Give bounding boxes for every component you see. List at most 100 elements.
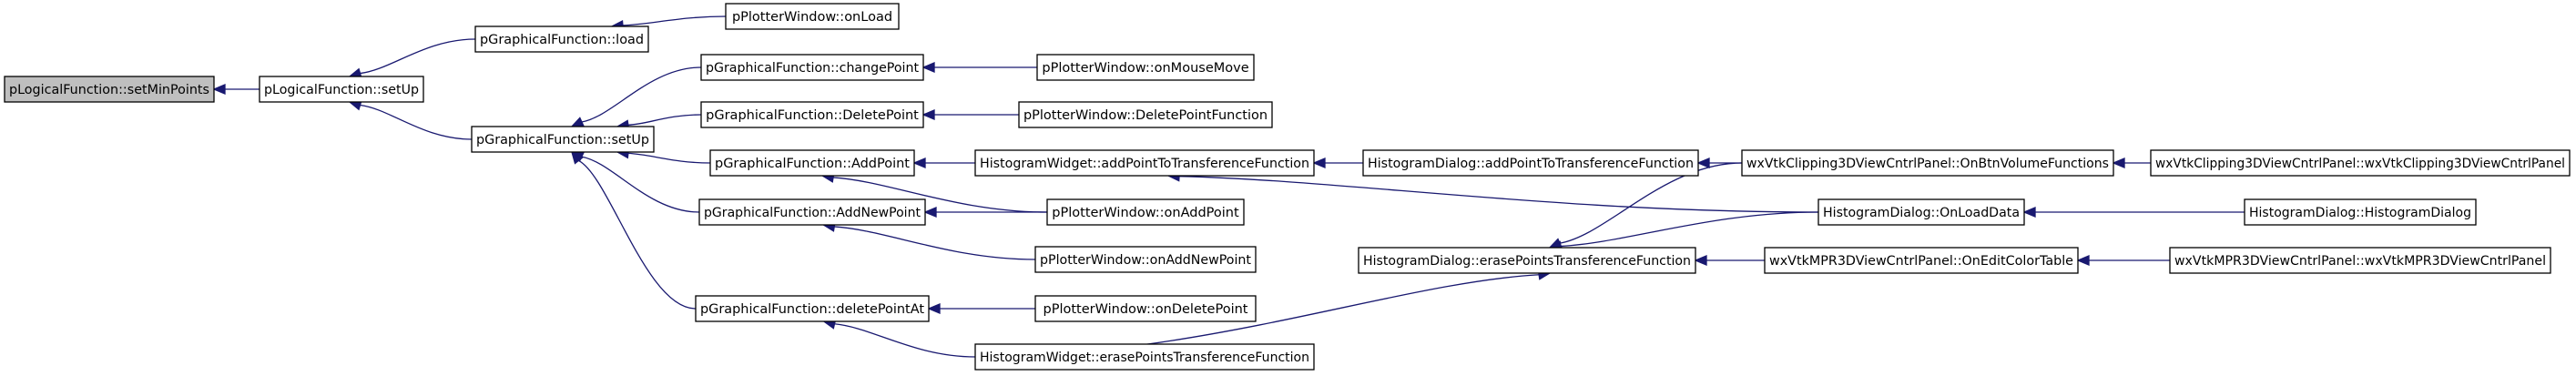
- node-box: [1741, 149, 2114, 177]
- node-label: pPlotterWindow::DeletePointFunction: [1023, 108, 1268, 123]
- call-edge: [2022, 207, 2245, 218]
- node-box: [471, 126, 655, 153]
- node-label: pPlotterWindow::onAddNewPoint: [1040, 253, 1251, 268]
- node-box: [1018, 101, 1273, 128]
- node-pgraphicalfunction-setup[interactable]: pGraphicalFunction::setUp: [471, 126, 655, 153]
- node-label: wxVtkMPR3DViewCntrlPanel::OnEditColorTab…: [1769, 254, 2073, 269]
- node-histogramdialog-histogramdialog[interactable]: HistogramDialog::HistogramDialog: [2244, 198, 2477, 226]
- node-label: pPlotterWindow::onAddPoint: [1052, 206, 1239, 220]
- node-pplotterwindow-deletepointfunction[interactable]: pPlotterWindow::DeletePointFunction: [1018, 101, 1273, 128]
- node-label: HistogramWidget::erasePointsTransference…: [980, 351, 1309, 365]
- node-box: [1034, 295, 1257, 322]
- arrowhead-icon: [2076, 255, 2090, 266]
- arrowhead-icon: [1696, 158, 1710, 168]
- node-pplotterwindow-onload[interactable]: pPlotterWindow::onLoad: [725, 3, 900, 30]
- node-label: HistogramDialog::addPointToTransferenceF…: [1368, 157, 1694, 171]
- node-label: pGraphicalFunction::load: [480, 33, 644, 47]
- node-pplotterwindow-onaddnewpoint[interactable]: pPlotterWindow::onAddNewPoint: [1034, 246, 1257, 273]
- arrowhead-icon: [923, 207, 937, 218]
- node-pgraphicalfunction-addpoint[interactable]: pGraphicalFunction::AddPoint: [709, 149, 915, 177]
- node-wxvtkclipping3dviewcntrlpanel-wxvtkclipping3dviewcntrlpanel[interactable]: wxVtkClipping3DViewCntrlPanel::wxVtkClip…: [2150, 149, 2571, 177]
- node-pgraphicalfunction-deletepoint[interactable]: pGraphicalFunction::DeletePoint: [700, 101, 924, 128]
- node-box: [2244, 198, 2477, 226]
- edge-line: [1178, 176, 1819, 213]
- call-edge: [923, 207, 1047, 218]
- node-label: HistogramDialog::OnLoadData: [1823, 206, 2020, 220]
- edge-line: [622, 15, 727, 26]
- node-label: wxVtkMPR3DViewCntrlPanel::wxVtkMPR3DView…: [2174, 254, 2546, 269]
- node-pplotterwindow-ondeletepoint[interactable]: pPlotterWindow::onDeletePoint: [1034, 295, 1257, 322]
- node-histogramdialog-onloaddata[interactable]: HistogramDialog::OnLoadData: [1817, 198, 2025, 226]
- arrowhead-icon: [570, 117, 585, 127]
- edge-line: [833, 177, 1048, 213]
- arrowhead-icon: [1694, 255, 1707, 266]
- arrowhead-icon: [921, 109, 935, 120]
- node-pgraphicalfunction-load[interactable]: pGraphicalFunction::load: [474, 25, 649, 53]
- node-pgraphicalfunction-addnewpoint[interactable]: pGraphicalFunction::AddNewPoint: [698, 198, 926, 226]
- node-plogicalfunction-setup[interactable]: pLogicalFunction::setUp: [259, 76, 424, 103]
- arrowhead-icon: [2112, 158, 2125, 168]
- edge-line: [627, 152, 711, 164]
- node-box: [698, 198, 926, 226]
- node-box: [974, 343, 1315, 371]
- call-edge: [2076, 255, 2170, 266]
- node-histogramdialog-addpointtotransferencefunction[interactable]: HistogramDialog::addPointToTransferenceF…: [1362, 149, 1699, 177]
- node-label: pGraphicalFunction::AddPoint: [715, 157, 910, 171]
- node-box: [974, 149, 1315, 177]
- arrowhead-icon: [1312, 158, 1326, 168]
- arrowhead-icon: [212, 84, 226, 95]
- edge-line: [581, 156, 700, 213]
- node-label: wxVtkClipping3DViewCntrlPanel::OnBtnVolu…: [1746, 157, 2109, 171]
- call-edge: [821, 221, 1036, 260]
- call-edge: [570, 66, 702, 127]
- node-pgraphicalfunction-deletepointat[interactable]: pGraphicalFunction::deletePointAt: [695, 295, 930, 322]
- call-edge: [1166, 170, 1819, 213]
- node-box: [259, 76, 424, 103]
- node-label: HistogramDialog::erasePointsTransference…: [1363, 254, 1691, 269]
- node-label: pGraphicalFunction::deletePointAt: [700, 302, 924, 317]
- node-box: [695, 295, 930, 322]
- node-label: pPlotterWindow::onMouseMove: [1042, 61, 1248, 76]
- call-edge: [570, 150, 697, 310]
- node-label: pLogicalFunction::setUp: [264, 83, 419, 97]
- node-box: [725, 3, 900, 30]
- node-label: pGraphicalFunction::DeletePoint: [706, 108, 919, 123]
- arrowhead-icon: [2022, 207, 2036, 218]
- node-box: [709, 149, 915, 177]
- node-label: pGraphicalFunction::changePoint: [706, 61, 919, 76]
- node-wxvtkclipping3dviewcntrlpanel-onbtnvolumefunctions[interactable]: wxVtkClipping3DViewCntrlPanel::OnBtnVolu…: [1741, 149, 2114, 177]
- node-wxvtkmpr3dviewcntrlpanel-wxvtkmpr3dviewcntrlpanel[interactable]: wxVtkMPR3DViewCntrlPanel::wxVtkMPR3DView…: [2169, 247, 2551, 274]
- node-label: pGraphicalFunction::AddNewPoint: [704, 206, 921, 220]
- node-histogramdialog-erasepointstransferencefunction[interactable]: HistogramDialog::erasePointsTransference…: [1358, 247, 1696, 274]
- node-histogramwidget-erasepointstransferencefunction[interactable]: HistogramWidget::erasePointsTransference…: [974, 343, 1315, 371]
- call-edge: [1312, 158, 1363, 168]
- edge-line: [360, 104, 473, 140]
- node-box: [2150, 149, 2571, 177]
- node-pgraphicalfunction-changepoint[interactable]: pGraphicalFunction::changePoint: [700, 54, 924, 81]
- node-wxvtkmpr3dviewcntrlpanel-oneditcolortable[interactable]: wxVtkMPR3DViewCntrlPanel::OnEditColorTab…: [1764, 247, 2079, 274]
- node-box: [1046, 198, 1245, 226]
- arrowhead-icon: [912, 158, 926, 168]
- edge-line: [1560, 211, 1819, 248]
- call-edge: [921, 109, 1019, 120]
- node-box: [4, 76, 215, 103]
- node-histogramwidget-addpointtotransferencefunction[interactable]: HistogramWidget::addPointToTransferenceF…: [974, 149, 1315, 177]
- edge-line: [360, 38, 476, 75]
- node-box: [474, 25, 649, 53]
- node-box: [1817, 198, 2025, 226]
- edge-line: [834, 226, 1036, 260]
- node-box: [1362, 149, 1699, 177]
- node-label: pLogicalFunction::setMinPoints: [9, 83, 209, 97]
- arrowhead-icon: [921, 62, 935, 73]
- arrowhead-icon: [570, 150, 584, 165]
- call-edge: [212, 84, 260, 95]
- node-label: wxVtkClipping3DViewCntrlPanel::wxVtkClip…: [2155, 157, 2565, 171]
- node-box: [1034, 246, 1257, 273]
- node-pplotterwindow-onmousemove[interactable]: pPlotterWindow::onMouseMove: [1036, 54, 1255, 81]
- node-plogicalfunction-setminpoints[interactable]: pLogicalFunction::setMinPoints: [4, 76, 215, 103]
- node-label: pPlotterWindow::onDeletePoint: [1044, 302, 1248, 317]
- node-pplotterwindow-onaddpoint[interactable]: pPlotterWindow::onAddPoint: [1046, 198, 1245, 226]
- node-label: HistogramDialog::HistogramDialog: [2249, 206, 2471, 220]
- edge-line: [581, 66, 702, 123]
- call-edge: [2112, 158, 2151, 168]
